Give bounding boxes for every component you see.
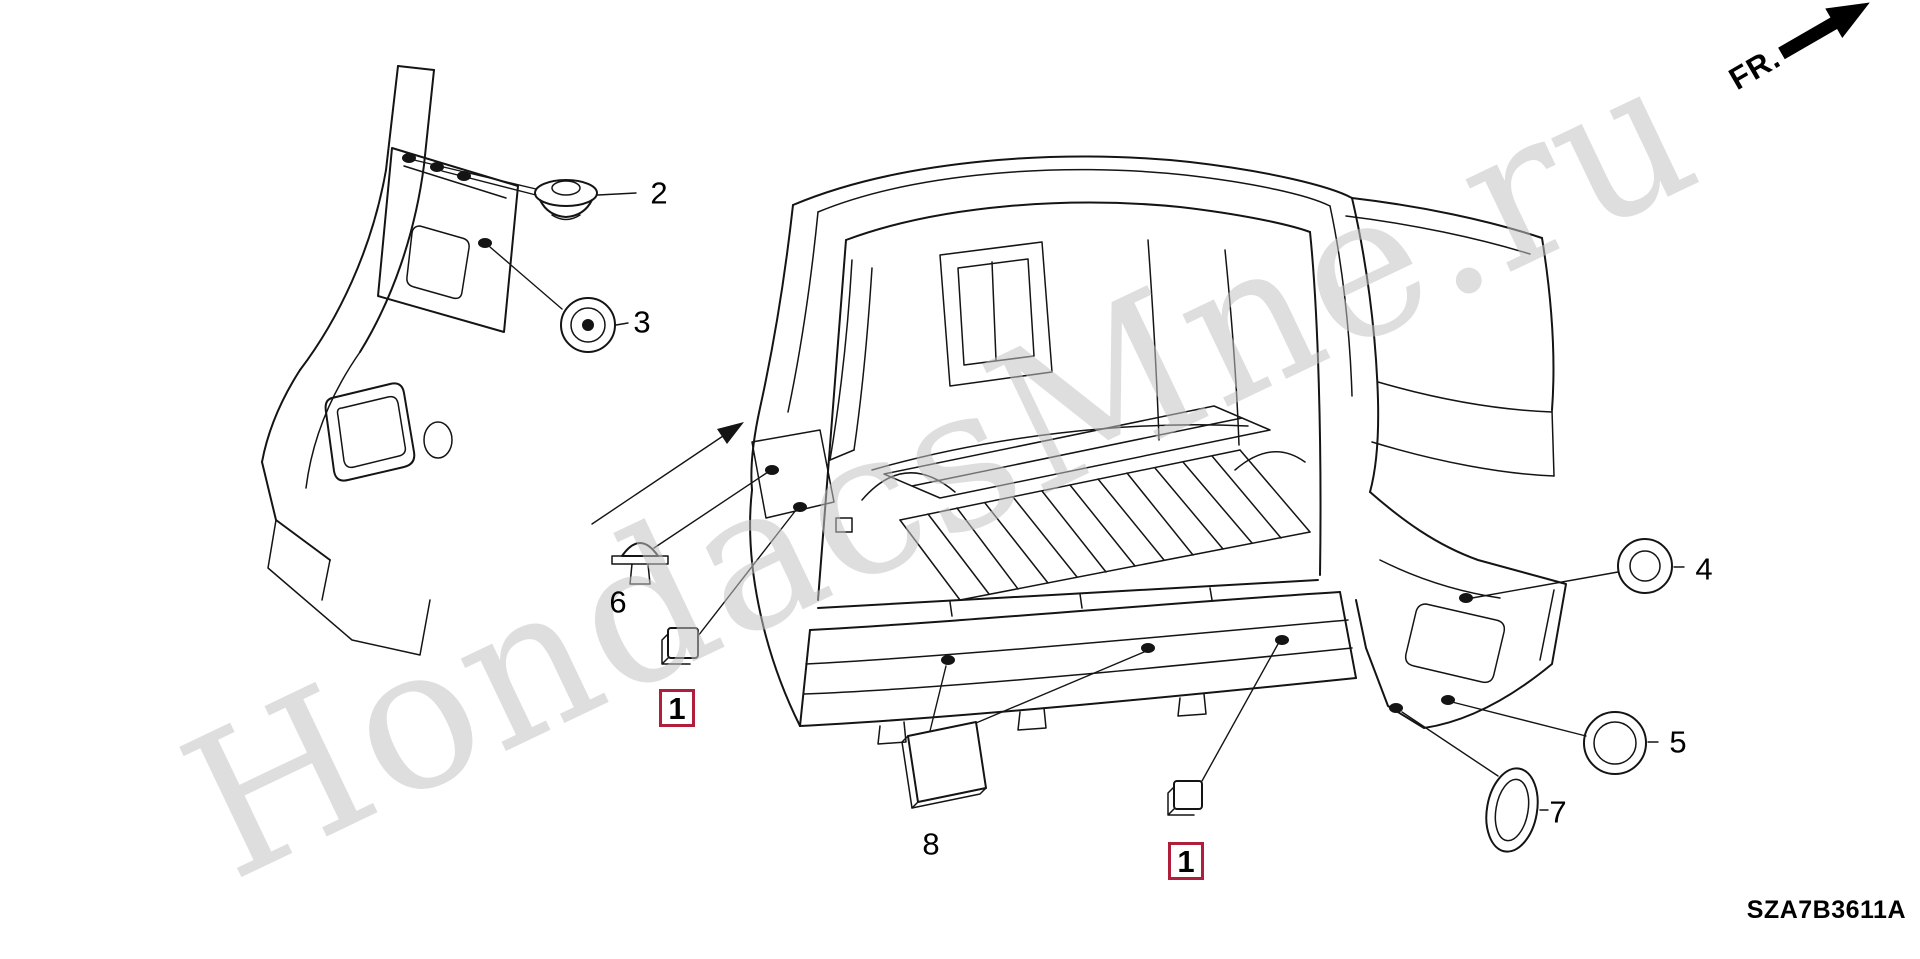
fr-direction-indicator: FR. — [1722, 0, 1881, 99]
callout-2[interactable]: 2 — [650, 175, 668, 211]
callout-4[interactable]: 4 — [1695, 551, 1713, 587]
callout-7[interactable]: 7 — [1549, 794, 1567, 830]
part-2-plug — [534, 179, 598, 221]
main-view-rear-body — [749, 155, 1567, 745]
callout-5[interactable]: 5 — [1669, 724, 1687, 760]
part-4-grommet — [1617, 538, 1673, 594]
detail-view-quarter-panel — [261, 65, 519, 656]
leader-lines — [413, 159, 1685, 811]
diagram-code: SZA7B3611A — [1746, 896, 1906, 924]
grommet-holes — [765, 465, 1473, 713]
part-5-grommet — [1583, 711, 1647, 775]
part-3-grommet — [560, 297, 616, 353]
callout-6[interactable]: 6 — [609, 584, 627, 620]
part-6-clip — [611, 542, 669, 585]
callout-8[interactable]: 8 — [922, 826, 940, 862]
callout-1-left[interactable]: 1 — [659, 689, 695, 727]
part-1-left-plug — [661, 627, 699, 665]
callout-3[interactable]: 3 — [633, 304, 651, 340]
part-1-right-plug — [1167, 780, 1203, 816]
callout-1-right[interactable]: 1 — [1168, 842, 1204, 880]
fr-arrow-icon — [1778, 2, 1870, 60]
part-8-pad — [901, 721, 987, 809]
part-7-oval-grommet — [1485, 767, 1539, 853]
view-reference-arrow — [591, 422, 744, 525]
